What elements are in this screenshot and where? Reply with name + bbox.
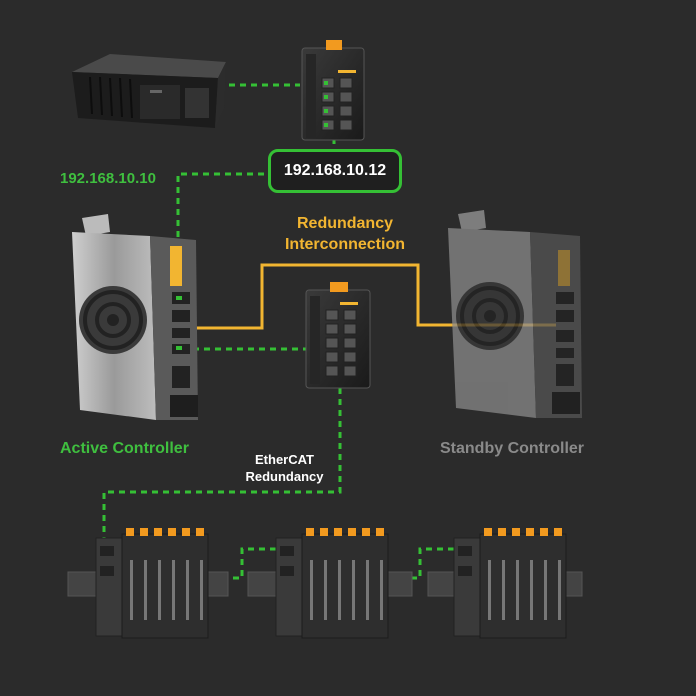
switch-ip-label: 192.168.10.12 <box>283 162 387 179</box>
link-active-switch-top <box>176 172 268 248</box>
network-switch-icon-middle <box>305 282 371 389</box>
switch-ip-box: 192.168.10.12 <box>268 149 402 193</box>
industrial-controller-icon-active <box>72 214 198 420</box>
link-ethercat-down <box>102 388 342 548</box>
industrial-controller-icon-standby <box>448 210 582 418</box>
ethernet-links <box>102 83 462 580</box>
remote-io-module-icon-3 <box>453 528 567 639</box>
standby-controller-label: Standby Controller <box>440 440 585 457</box>
link-io1-io2 <box>112 547 282 580</box>
active-controller-label: Active Controller <box>60 440 189 457</box>
ethercat-redundancy-label: EtherCAT Redundancy <box>245 452 324 484</box>
industrial-server-icon <box>72 54 226 128</box>
redundancy-interconnection-link <box>180 263 556 330</box>
remote-io-module-icon-2 <box>275 528 389 639</box>
network-switch-icon-top <box>301 40 365 141</box>
link-io2-io3 <box>290 547 462 580</box>
active-controller-ip-label: 192.168.10.10 <box>60 170 156 187</box>
redundancy-interconnection-label: Redundancy Interconnection <box>284 215 405 253</box>
remote-io-module-icon-1 <box>95 528 209 639</box>
